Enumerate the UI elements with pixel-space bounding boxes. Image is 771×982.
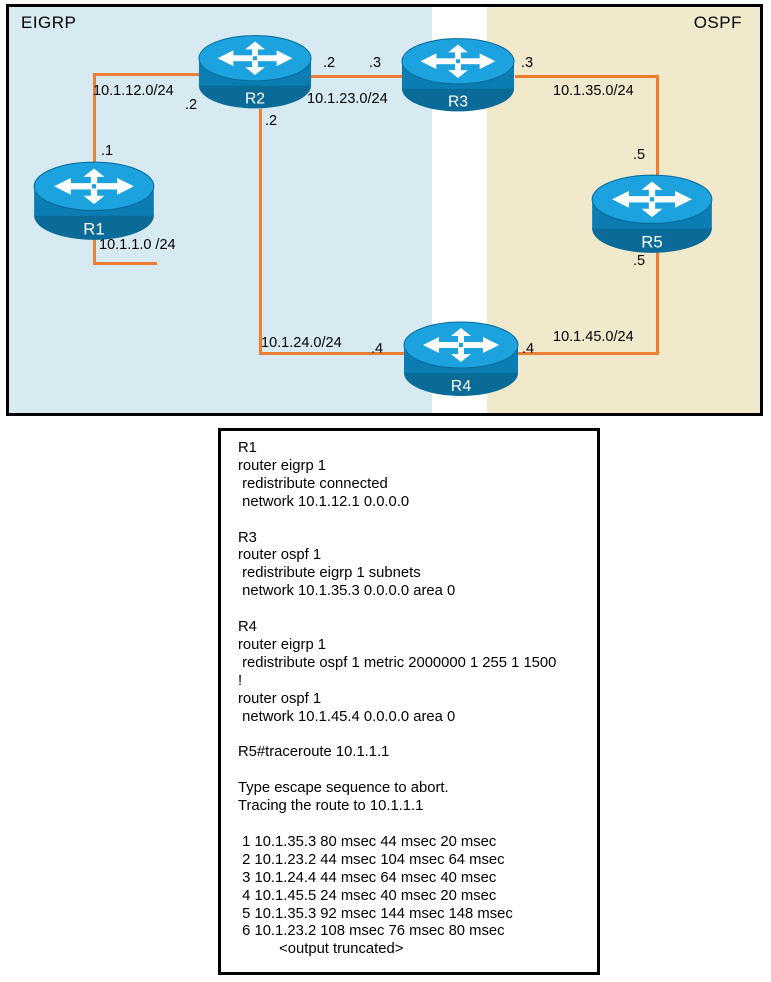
interface-label-r4-dot4-link45: .4 — [522, 341, 535, 357]
router-r4: R4 — [401, 319, 521, 399]
interface-label-r3-dot3-link35: .3 — [521, 55, 534, 71]
link-r1-lan-vertical — [93, 237, 96, 265]
interface-label-r2-dot2-link24: .2 — [265, 113, 278, 129]
link-r1-lan-horizontal — [93, 262, 157, 265]
link-r2-r4-vertical — [259, 109, 262, 355]
network-label-10-1-45: 10.1.45.0/24 — [553, 329, 634, 345]
link-r1-r2-horizontal — [93, 73, 207, 76]
router-r5: R5 — [589, 172, 715, 256]
cli-output-panel: R1 router eigrp 1 redistribute connected… — [218, 428, 600, 975]
link-r1-r2-vertical — [93, 73, 96, 165]
link-r3-r5-horizontal — [515, 75, 659, 78]
interface-label-r5-dot5-link35: .5 — [633, 147, 646, 163]
network-label-10-1-35: 10.1.35.0/24 — [553, 83, 634, 99]
link-r4-r5-vertical — [656, 250, 659, 355]
link-r4-r5-horizontal — [517, 352, 659, 355]
interface-label-r4-dot4-link24: .4 — [371, 341, 384, 357]
interface-label-r1-dot1: .1 — [101, 143, 114, 159]
router-label: R4 — [451, 378, 472, 395]
router-label: R5 — [641, 233, 662, 252]
router-icon: R2 — [196, 32, 314, 112]
router-icon: R5 — [589, 172, 715, 256]
link-r3-r5-vertical — [656, 75, 659, 175]
eigrp-region-label: EIGRP — [21, 13, 77, 32]
router-icon: R1 — [31, 159, 157, 243]
network-label-10-1-1: 10.1.1.0 /24 — [99, 237, 176, 253]
ospf-region-label: OSPF — [693, 13, 742, 32]
network-diagram: EIGRP OSPF 10.1.12.0/24 10.1.1.0 /24 10.… — [6, 4, 763, 416]
interface-label-r2-dot2-link12: .2 — [185, 97, 198, 113]
router-icon: R3 — [399, 35, 517, 115]
interface-label-r2-dot2-link23: .2 — [323, 55, 336, 71]
router-r1: R1 — [31, 159, 157, 243]
router-label: R1 — [83, 220, 104, 239]
router-r2: R2 — [196, 32, 314, 112]
router-r3: R3 — [399, 35, 517, 115]
cli-output-text: R1 router eigrp 1 redistribute connected… — [238, 440, 557, 958]
link-r2-r3 — [309, 75, 403, 78]
interface-label-r3-dot3-link23: .3 — [369, 55, 382, 71]
router-label: R2 — [245, 90, 265, 107]
network-label-10-1-24: 10.1.24.0/24 — [261, 335, 342, 351]
interface-label-r5-dot5-link45: .5 — [633, 253, 646, 269]
network-label-10-1-23: 10.1.23.0/24 — [307, 91, 388, 107]
router-label: R3 — [448, 93, 468, 110]
link-r2-r4-horizontal — [259, 352, 405, 355]
network-label-10-1-12: 10.1.12.0/24 — [93, 83, 174, 99]
router-icon: R4 — [401, 319, 521, 399]
